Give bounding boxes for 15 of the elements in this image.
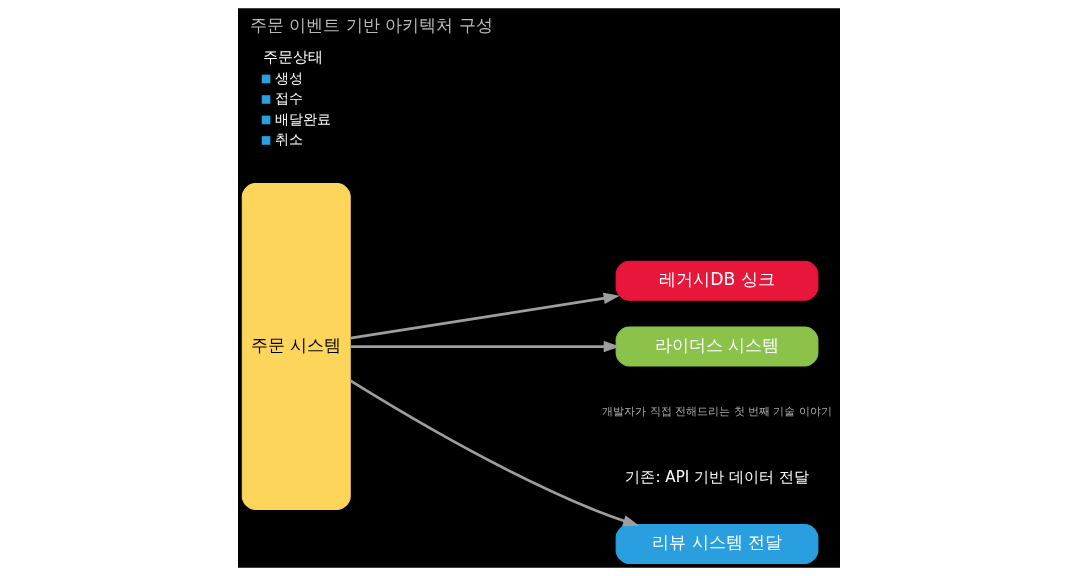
node-box: 레거시DB 싱크 [615, 260, 819, 301]
arrow [350, 340, 620, 353]
label: 개발자가 직접 전해드리는 첫 번째 기술 이야기 [602, 405, 832, 419]
node-box: 주문 시스템 [241, 183, 351, 510]
label: 배달완료 [274, 110, 331, 127]
node-box: 리뷰 시스템 전달 [615, 524, 819, 564]
node-box: 라이더스 시스템 [615, 326, 819, 367]
label: 접수 [274, 90, 303, 107]
diagram-title: 주문 이벤트 기반 아키텍처 구성 [249, 14, 493, 35]
label: 생성 [274, 69, 303, 86]
label: 취소 [274, 131, 303, 148]
label: 주문상태 [262, 47, 323, 66]
arrow [350, 292, 620, 340]
label: 기존: API 기반 데이터 전달 [625, 468, 809, 487]
arrow [349, 379, 640, 527]
